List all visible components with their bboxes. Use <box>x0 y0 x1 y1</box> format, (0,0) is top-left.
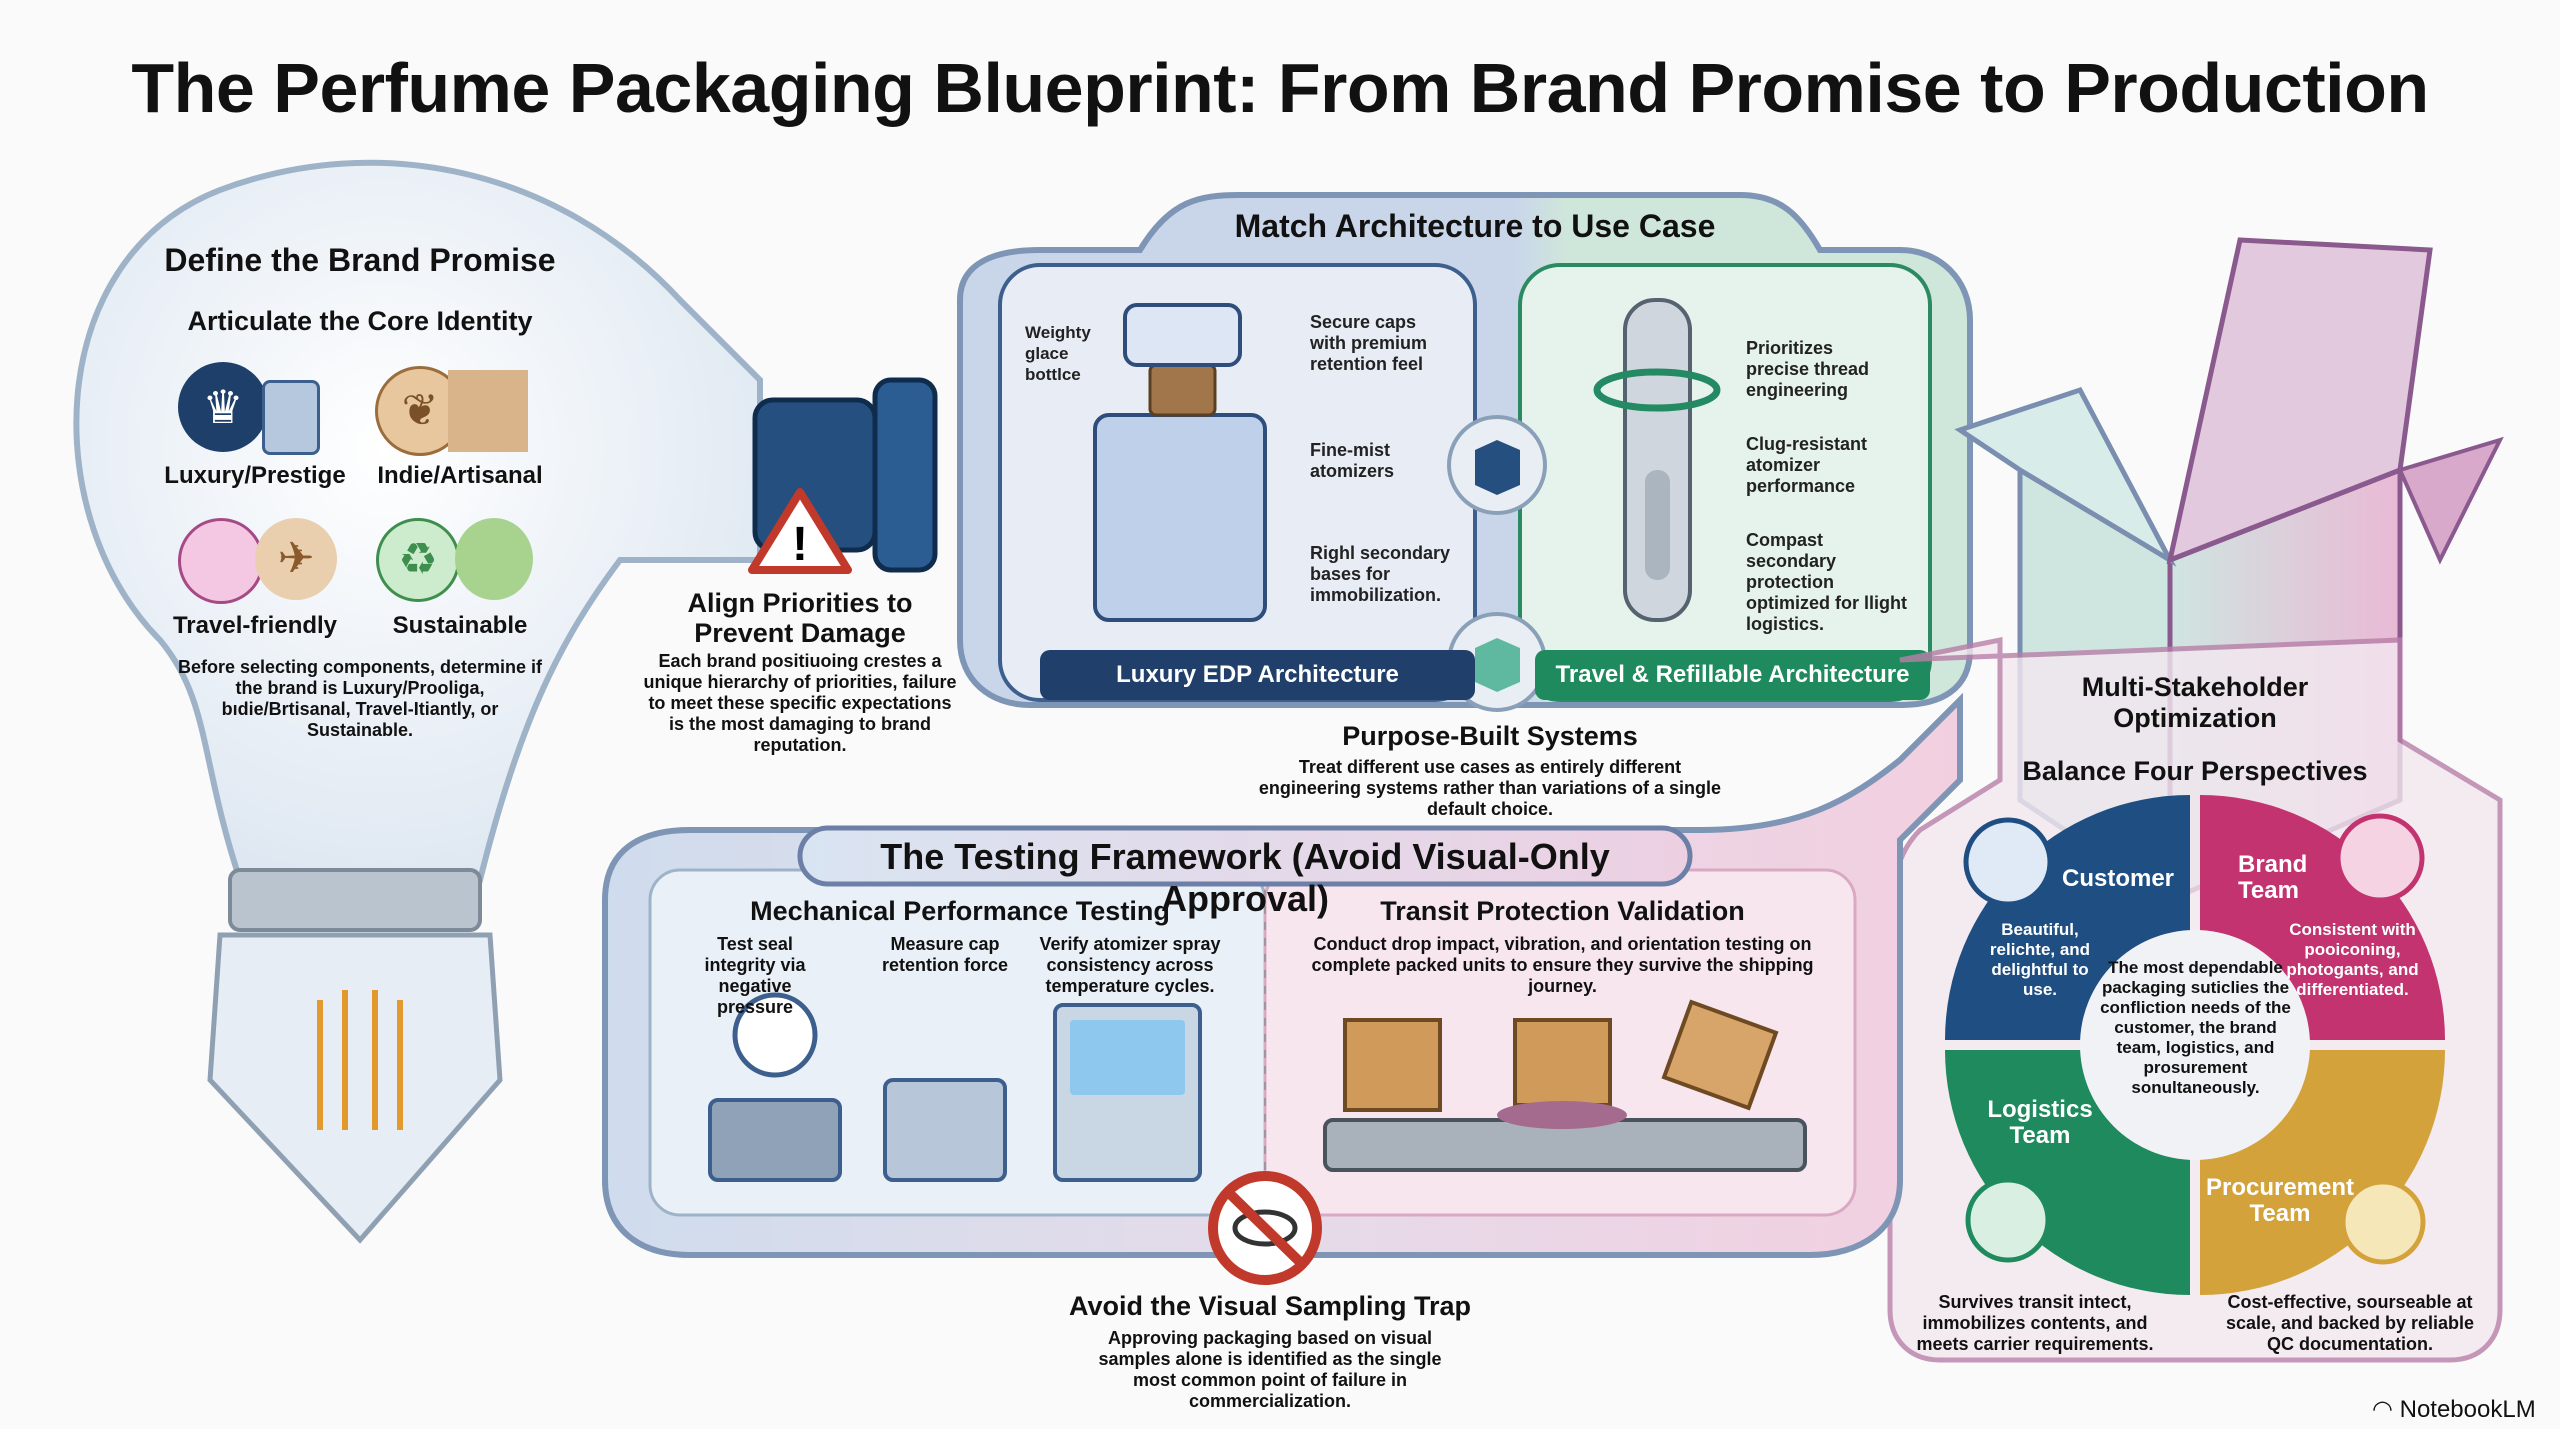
testing-equipment-illustration <box>708 992 1202 1182</box>
warning-icon: ! <box>748 488 852 574</box>
transit-test-illustration <box>1323 999 1807 1172</box>
notebooklm-watermark: ◠ NotebookLM <box>2372 1395 2536 1424</box>
callout-bottle: Weighty glace bottlce <box>1025 323 1091 384</box>
luxury-architecture-label: Luxury EDP Architecture <box>1116 661 1399 688</box>
callout-atomizer: Clug-resistant atomizer performance <box>1746 434 1868 496</box>
quadrant-label-procurement: Procurement Team <box>2205 1174 2355 1227</box>
mechanical-heading: Mechanical Performance Testing <box>750 896 1170 926</box>
watermark-text: NotebookLM <box>2399 1396 2536 1423</box>
visual-trap-description: Approving packaging based on visual samp… <box>1098 1328 1442 1411</box>
core-identity-heading: Articulate the Core Identity <box>187 306 533 336</box>
brand-promise-description: Before selecting components, determine i… <box>177 657 543 740</box>
mechanical-step-cap: Measure cap retention force <box>881 934 1009 975</box>
crown-icon: ♛ <box>178 362 268 452</box>
stakeholder-center-text: The most dependable packaging suticlies … <box>2100 958 2291 1097</box>
callout-protection: Compast secondary protection optimized f… <box>1746 530 1907 634</box>
stakeholder-heading: Multi-Stakeholder Optimization <box>2081 672 2309 733</box>
align-description: Each brand positiuoing crestes a unique … <box>643 651 957 755</box>
perfume-bottle-icon <box>262 380 320 455</box>
align-heading: Align Priorities to Prevent Damage <box>687 588 913 648</box>
architecture-heading: Match Architecture to Use Case <box>1234 208 1716 244</box>
no-visual-icon <box>1208 1171 1322 1285</box>
quadrant-text-logistics: Survives transit intect, immobilizes con… <box>1916 1292 2154 1354</box>
purpose-built-description: Treat different use cases as entirely di… <box>1258 757 1722 819</box>
quadrant-text-procurement: Cost-effective, sourseable at scale, and… <box>2225 1292 2475 1354</box>
airplane-icon: ✈ <box>255 518 337 600</box>
visual-trap-heading: Avoid the Visual Sampling Trap <box>1068 1291 1472 1321</box>
quadrant-label-customer: Customer <box>2062 865 2175 892</box>
brand-promise-heading: Define the Brand Promise <box>164 242 556 278</box>
travel-atomizer-icon <box>178 518 264 604</box>
stakeholder-quadrants <box>1945 795 2445 1295</box>
purpose-built-heading: Purpose-Built Systems <box>1342 721 1638 751</box>
identity-label-travel: Travel-friendly <box>172 612 338 639</box>
callout-atomizers: Fine-mist atomizers <box>1310 440 1395 481</box>
page-title: The Perfume Packaging Blueprint: From Br… <box>131 49 2429 127</box>
callout-secondary: Righl secondary bases for immobilization… <box>1310 543 1451 605</box>
identity-label-luxury: Luxury/Prestige <box>164 462 346 489</box>
mechanical-step-atomizer: Verify atomizer spray consistency across… <box>1039 934 1221 996</box>
quadrant-label-brand: Brand Team <box>2238 851 2308 904</box>
quadrant-text-brand: Consistent with pooiconing, photogants, … <box>2286 920 2419 999</box>
transit-heading: Transit Protection Validation <box>1380 896 1745 926</box>
transit-description: Conduct drop impact, vibration, and orie… <box>1311 934 1814 996</box>
quadrant-label-logistics: Logistics Team <box>1987 1096 2093 1149</box>
balance-heading: Balance Four Perspectives <box>2022 756 2368 786</box>
testing-heading: The Testing Framework (Avoid Visual-Only… <box>880 836 1610 919</box>
svg-text:!: ! <box>792 518 808 571</box>
callout-thread: Prioritizes precise thread engineering <box>1746 338 1870 400</box>
travel-atomizer-illustration <box>1593 298 1721 622</box>
travel-architecture-label: Travel & Refillable Architecture <box>1555 661 1910 688</box>
kraft-paper-icon <box>448 370 528 452</box>
perfume-bottle-illustration <box>1093 303 1267 622</box>
identity-label-indie: Indie/Artisanal <box>377 462 543 489</box>
recycle-leaf-icon: ♻ <box>376 518 460 602</box>
mechanical-step-seal: Test seal integrity via negative pressur… <box>704 934 806 1017</box>
quadrant-text-customer: Beautiful, relichte, and delightful to u… <box>1989 920 2091 999</box>
bamboo-icon <box>455 518 533 600</box>
callout-caps: Secure caps with premium retention feel <box>1310 312 1428 374</box>
notebooklm-logo-icon: ◠ <box>2372 1396 2400 1423</box>
identity-label-sustainable: Sustainable <box>392 612 528 639</box>
